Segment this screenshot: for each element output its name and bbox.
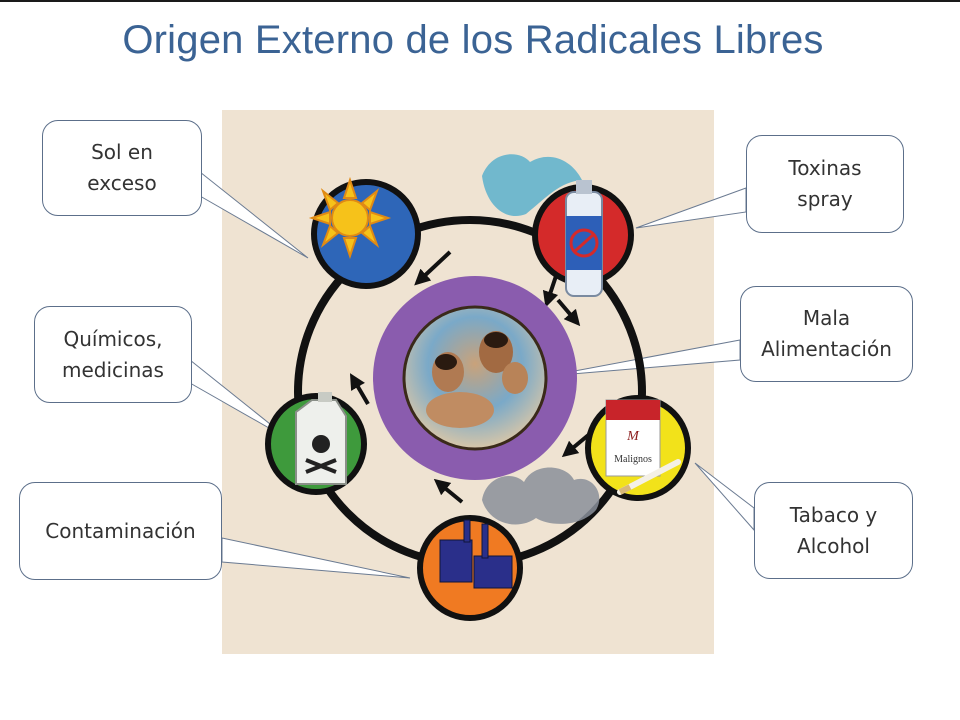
spray-can-icon [565,180,603,297]
callout-toxinas: Toxinas spray [746,135,904,233]
callout-connectors [189,170,755,579]
callout-tabaco: Tabaco y Alcohol [754,482,913,579]
tabaco-node: M Malignos [585,395,691,501]
spray-mist [482,154,582,217]
factory-node [417,467,600,621]
callout-quimicos: Químicos, medicinas [34,306,192,403]
poison-node [265,392,367,495]
pack-label: Malignos [614,454,652,465]
sun-node [308,176,421,289]
sun-icon [308,176,392,260]
tabaco-connector [694,462,755,532]
spray-node [482,154,634,297]
cigarette-pack-icon: M Malignos [605,399,681,495]
poison-bottle-icon [295,392,347,485]
callout-contaminacion: Contaminación [19,482,222,580]
svg-text:M: M [626,429,640,444]
callout-sol: Sol en exceso [42,120,202,216]
arrow-spray-down [556,298,581,327]
arrow-poison [349,373,370,406]
sol-connector [199,170,309,259]
arrow-factory [433,478,464,504]
arrow-sol [414,250,452,286]
center-node [373,276,577,480]
factory-icon [439,519,513,589]
contaminacion-connector [221,537,411,579]
page-title: Origen Externo de los Radicales Libres [122,18,824,62]
toxinas-connector [635,187,747,229]
callout-alimentacion: Mala Alimentación [740,286,913,382]
smoke-cloud [482,467,600,525]
top-rule [0,0,960,2]
